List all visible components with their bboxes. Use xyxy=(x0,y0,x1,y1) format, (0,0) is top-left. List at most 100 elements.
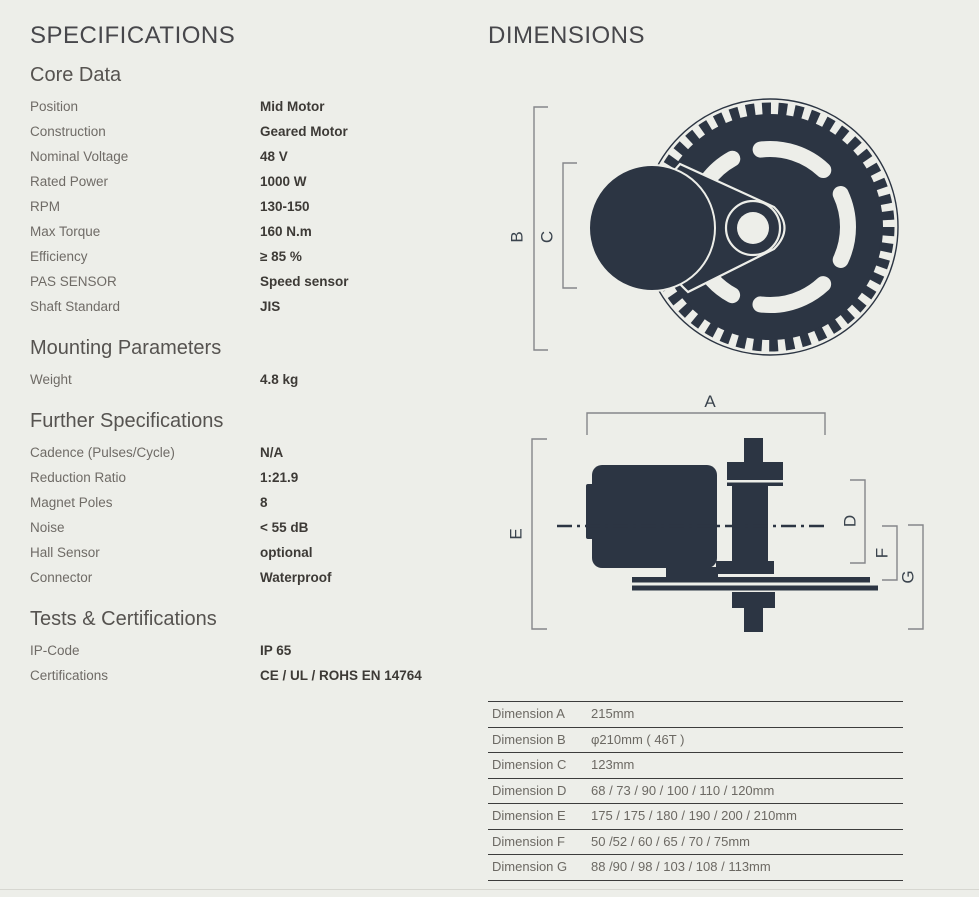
spec-label: Reduction Ratio xyxy=(30,470,127,485)
spec-label: Connector xyxy=(30,570,93,585)
dimension-bracket-E: E xyxy=(506,438,547,630)
dimension-value: 50 /52 / 60 / 65 / 70 / 75mm xyxy=(591,833,750,849)
dimension-bracket-B: B xyxy=(507,106,548,351)
spec-value: 4.8 kg xyxy=(260,372,299,387)
dimension-label-C: C xyxy=(537,231,556,243)
table-row: Dimension D 68 / 73 / 90 / 100 / 110 / 12… xyxy=(488,779,903,804)
spec-value: 160 N.m xyxy=(260,224,312,239)
spec-label: Shaft Standard xyxy=(30,299,121,314)
dimension-label-G: G xyxy=(898,570,917,583)
spec-label: Hall Sensor xyxy=(30,545,100,560)
table-row: Dimension G 88 /90 / 98 / 103 / 108 / 113… xyxy=(488,855,903,881)
spec-value: Geared Motor xyxy=(260,124,348,139)
spec-label: Certifications xyxy=(30,668,109,683)
spec-label: Position xyxy=(30,99,79,114)
spec-row: Reduction Ratio 1:21.9 xyxy=(30,465,470,490)
spec-value: N/A xyxy=(260,445,284,460)
dimension-bracket-F: F xyxy=(872,525,898,581)
table-row: Dimension E 175 / 175 / 180 / 190 / 200 /… xyxy=(488,804,903,830)
spec-label: Weight xyxy=(30,372,72,387)
spec-row: Construction Geared Motor xyxy=(30,119,470,144)
spec-row: Weight 4.8 kg xyxy=(30,367,470,392)
spec-label: Magnet Poles xyxy=(30,495,113,510)
dimension-label-A: A xyxy=(704,392,716,411)
spec-value: < 55 dB xyxy=(260,520,309,535)
spec-row: Nominal Voltage 48 V xyxy=(30,144,470,169)
spec-row: Max Torque 160 N.m xyxy=(30,219,470,244)
table-row: Dimension F 50 /52 / 60 / 65 / 70 / 75mm xyxy=(488,830,903,855)
spec-value: Waterproof xyxy=(260,570,332,585)
spec-row: Noise < 55 dB xyxy=(30,515,470,540)
dimension-value: 68 / 73 / 90 / 100 / 110 / 120mm xyxy=(591,782,775,798)
chainring-gear-icon xyxy=(588,98,899,356)
dimension-value: 123mm xyxy=(591,757,635,772)
spec-value: Mid Motor xyxy=(260,99,325,114)
spec-value: IP 65 xyxy=(260,643,292,658)
spec-label: Efficiency xyxy=(30,249,88,264)
dimension-bracket-D: D xyxy=(840,479,866,564)
section-heading-tests-certifications: Tests & Certifications xyxy=(30,608,217,630)
dimension-bracket-G: G xyxy=(898,524,924,630)
section-heading-core-data: Core Data xyxy=(30,64,122,86)
dimension-name: Dimension A xyxy=(492,706,565,721)
table-row: Dimension A 215mm xyxy=(488,702,903,728)
dimension-label-E: E xyxy=(506,528,525,539)
dimension-label-F: F xyxy=(872,548,891,558)
dimension-value: 215mm xyxy=(591,706,635,721)
dimension-name: Dimension G xyxy=(492,859,568,874)
dimension-name: Dimension D xyxy=(492,782,567,798)
section-heading-further-specifications: Further Specifications xyxy=(30,410,224,432)
spec-value: ≥ 85 % xyxy=(260,249,302,264)
table-row: Dimension B φ210mm ( 46T ) xyxy=(488,728,903,753)
dimensions-title: DIMENSIONS xyxy=(488,22,646,49)
spec-label: Nominal Voltage xyxy=(30,149,129,164)
spec-label: Construction xyxy=(30,124,106,139)
spec-value: Speed sensor xyxy=(260,274,349,289)
dimension-value: 175 / 175 / 180 / 190 / 200 / 210mm xyxy=(591,808,797,823)
spec-row: Hall Sensor optional xyxy=(30,540,470,565)
spec-value: 8 xyxy=(260,495,268,510)
spec-row: Magnet Poles 8 xyxy=(30,490,470,515)
spec-row: PAS SENSOR Speed sensor xyxy=(30,269,470,294)
spec-row: Shaft Standard JIS xyxy=(30,294,470,319)
spec-value: optional xyxy=(260,545,313,560)
spec-value: 1:21.9 xyxy=(260,470,299,485)
spec-row: Rated Power 1000 W xyxy=(30,169,470,194)
spec-value: 1000 W xyxy=(260,174,307,189)
dimension-name: Dimension E xyxy=(492,808,566,823)
spec-value: 130-150 xyxy=(260,199,310,214)
side-view-drawing: A E D F G xyxy=(506,392,924,632)
spec-value: 48 V xyxy=(260,149,288,164)
spec-label: RPM xyxy=(30,199,60,214)
spec-row: Certifications CE / UL / ROHS EN 14764 xyxy=(30,663,470,688)
table-row: Dimension C 123mm xyxy=(488,753,903,779)
section-heading-mounting-parameters: Mounting Parameters xyxy=(30,337,222,359)
dimension-name: Dimension B xyxy=(492,731,566,747)
specifications-title: SPECIFICATIONS xyxy=(30,22,236,49)
dimension-name: Dimension F xyxy=(492,833,565,849)
spec-row: IP-Code IP 65 xyxy=(30,638,470,663)
spec-row: Cadence (Pulses/Cycle) N/A xyxy=(30,440,470,465)
spec-label: Max Torque xyxy=(30,224,101,239)
spec-label: Noise xyxy=(30,520,65,535)
dimension-bracket-C: C xyxy=(537,162,577,289)
motor-silhouette xyxy=(586,438,878,632)
dimension-value: 88 /90 / 98 / 103 / 108 / 113mm xyxy=(591,859,771,874)
dimension-label-B: B xyxy=(507,231,526,242)
dimension-name: Dimension C xyxy=(492,757,567,772)
dimension-bracket-A: A xyxy=(586,392,826,435)
spec-row: Efficiency ≥ 85 % xyxy=(30,244,470,269)
spec-label: Rated Power xyxy=(30,174,109,189)
specifications-panel: SPECIFICATIONS Core Data Position Mid Mo… xyxy=(30,22,470,688)
dimension-label-D: D xyxy=(840,515,859,527)
dimension-value: φ210mm ( 46T ) xyxy=(591,731,685,747)
page-bottom-divider xyxy=(0,889,979,890)
spec-row: Position Mid Motor xyxy=(30,94,470,119)
spec-row: Connector Waterproof xyxy=(30,565,470,590)
dimensions-table: Dimension A 215mm Dimension B φ210mm ( 46T… xyxy=(488,701,903,881)
spec-label: PAS SENSOR xyxy=(30,274,117,289)
spec-row: RPM 130-150 xyxy=(30,194,470,219)
spec-value: JIS xyxy=(260,299,281,314)
front-view-drawing: B C xyxy=(507,98,899,356)
